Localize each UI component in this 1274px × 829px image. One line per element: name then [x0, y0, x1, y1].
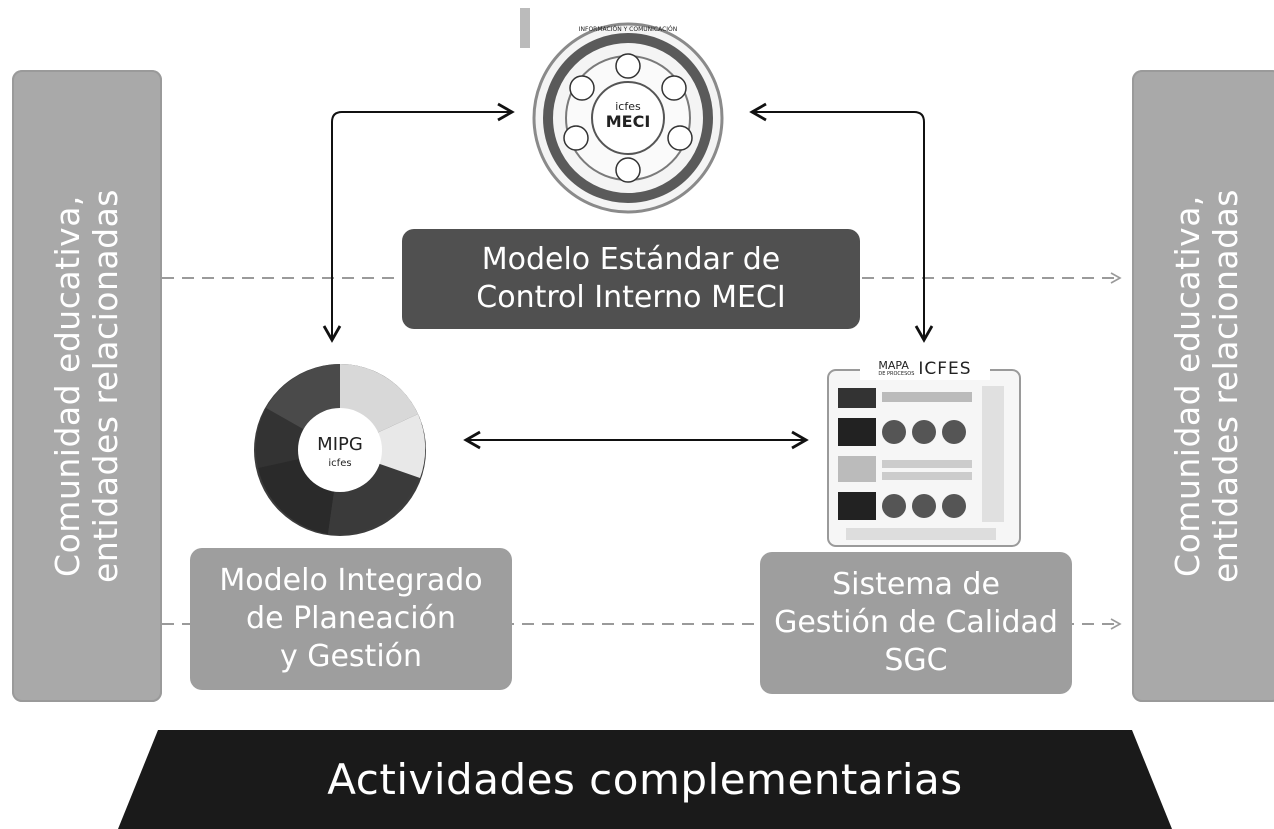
meci-graphic-logo: icfes [615, 100, 641, 113]
icfes-process-map-graphic: MAPA DE PROCESOS ICFES [826, 356, 1022, 548]
sgc-label-box: Sistema de Gestión de Calidad SGC [760, 552, 1072, 694]
meci-circle-drawing [520, 8, 724, 214]
banner-shape [118, 730, 1172, 829]
icfes-map-icfes: ICFES [918, 359, 972, 379]
sgc-title-line2: Gestión de Calidad [774, 605, 1058, 640]
mipg-graphic-logo: icfes [328, 458, 351, 469]
mipg-title-line2: de Planeación [246, 601, 456, 636]
meci-label-box: Modelo Estándar de Control Interno MECI [402, 229, 860, 329]
left-stakeholders-line2: entidades relacionadas [86, 189, 125, 583]
mipg-graphic-center: MIPG [317, 434, 363, 455]
mipg-title-line1: Modelo Integrado [219, 563, 483, 598]
right-stakeholders-label: Comunidad educativa, entidades relaciona… [1168, 86, 1245, 686]
meci-circle-graphic: icfes MECI INFORMACIÓN Y COMUNICACIÓN [520, 8, 736, 220]
left-stakeholders-line1: Comunidad educativa, [48, 195, 87, 577]
icfes-map-mapa: MAPA [878, 359, 909, 372]
meci-title-line1: Modelo Estándar de [481, 242, 781, 277]
right-stakeholders-bar: Comunidad educativa, entidades relaciona… [1132, 70, 1274, 702]
meci-title-line2: Control Interno MECI [476, 280, 786, 315]
mipg-wheel-drawing: MIPG icfes [254, 364, 426, 536]
mipg-title-line3: y Gestión [279, 639, 423, 674]
left-stakeholders-bar: Comunidad educativa, entidades relaciona… [12, 70, 162, 702]
right-stakeholders-line1: Comunidad educativa, [1168, 195, 1207, 577]
meci-graphic-center: MECI [605, 112, 651, 131]
sgc-title-line1: Sistema de [832, 567, 1000, 602]
complementary-activities-banner: Actividades complementarias [118, 730, 1172, 829]
right-stakeholders-line2: entidades relacionadas [1206, 189, 1245, 583]
banner-label: Actividades complementarias [327, 755, 963, 804]
icfes-map-drawing [827, 369, 1021, 547]
mipg-label-box: Modelo Integrado de Planeación y Gestión [190, 548, 512, 690]
meci-graphic-ring-label: INFORMACIÓN Y COMUNICACIÓN [578, 26, 678, 33]
icfes-map-subtitle: DE PROCESOS [878, 371, 915, 377]
mipg-wheel-graphic: MIPG icfes [248, 358, 432, 542]
icfes-map-title: MAPA DE PROCESOS ICFES [860, 358, 990, 380]
sgc-title-line3: SGC [884, 643, 948, 678]
left-stakeholders-label: Comunidad educativa, entidades relaciona… [48, 86, 125, 686]
